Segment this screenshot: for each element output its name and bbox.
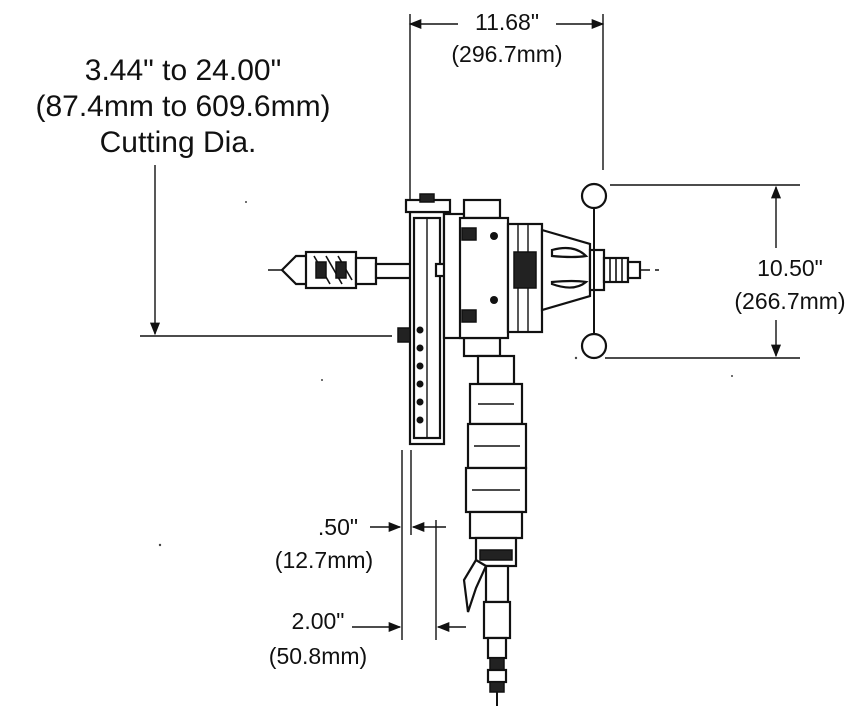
large-offset-callout: 2.00" (50.8mm) bbox=[269, 608, 367, 669]
air-fitting bbox=[482, 600, 512, 706]
offset-small-inch: .50" bbox=[318, 514, 358, 540]
small-offset-callout: .50" (12.7mm) bbox=[275, 514, 373, 573]
mandrel-tip bbox=[280, 250, 414, 290]
scan-specks bbox=[158, 201, 733, 547]
cutting-diameter-callout: 3.44" to 24.00" (87.4mm to 609.6mm) Cutt… bbox=[35, 54, 330, 159]
height-mm: (266.7mm) bbox=[734, 288, 845, 314]
gear-housing bbox=[506, 222, 642, 334]
width-inch: 11.68" bbox=[475, 9, 539, 35]
height-inch: 10.50" bbox=[757, 255, 823, 281]
offset-large-mm: (50.8mm) bbox=[269, 643, 367, 669]
offset-large-inch: 2.00" bbox=[292, 608, 345, 634]
offset-small-mm: (12.7mm) bbox=[275, 547, 373, 573]
pipe-beveling-tool bbox=[280, 182, 642, 706]
overall-width-callout: 11.68" (296.7mm) bbox=[451, 9, 562, 67]
tool-slide bbox=[397, 193, 452, 446]
width-mm: (296.7mm) bbox=[451, 41, 562, 67]
air-motor bbox=[464, 354, 528, 568]
cutting-caption: Cutting Dia. bbox=[100, 126, 257, 159]
tightening-handle bbox=[580, 182, 608, 360]
faceplate bbox=[442, 198, 510, 358]
overall-height-callout: 10.50" (266.7mm) bbox=[734, 255, 845, 314]
cutting-range-mm: (87.4mm to 609.6mm) bbox=[35, 90, 330, 123]
cutting-range-inch: 3.44" to 24.00" bbox=[85, 54, 281, 87]
